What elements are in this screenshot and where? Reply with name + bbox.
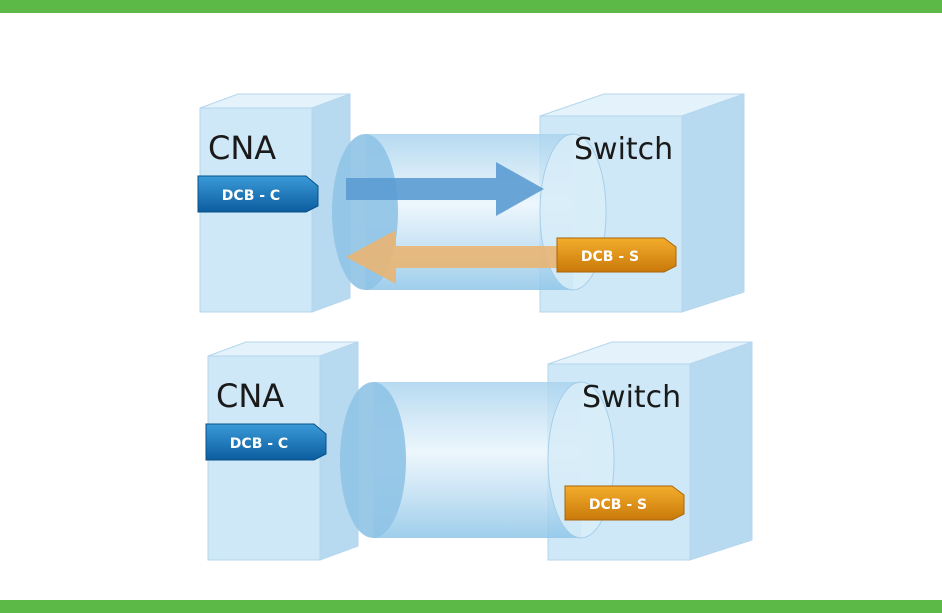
top-switch-label: Switch xyxy=(574,132,673,167)
bottom-switch-label: Switch xyxy=(582,380,681,415)
bottom-cna-label: CNA xyxy=(216,377,284,415)
top-dcb-s-label: DCB - S xyxy=(581,249,639,265)
top-dcb-c-tag: DCB - C xyxy=(198,176,318,212)
top-dcb-s-tag: DCB - S xyxy=(557,238,676,272)
bottom-dcb-s-label: DCB - S xyxy=(589,497,647,513)
bottom-dcb-c-tag: DCB - C xyxy=(206,424,326,460)
bottom-dcb-c-label: DCB - C xyxy=(230,436,288,452)
top-dcb-c-label: DCB - C xyxy=(222,188,280,204)
top-cna-label: CNA xyxy=(208,129,276,167)
bottom-panel: CNA Switch DCB - C DCB - S xyxy=(206,342,752,560)
top-panel: CNA Switch DCB - C DCB - S xyxy=(198,94,744,312)
bottom-dcb-s-tag: DCB - S xyxy=(565,486,684,520)
